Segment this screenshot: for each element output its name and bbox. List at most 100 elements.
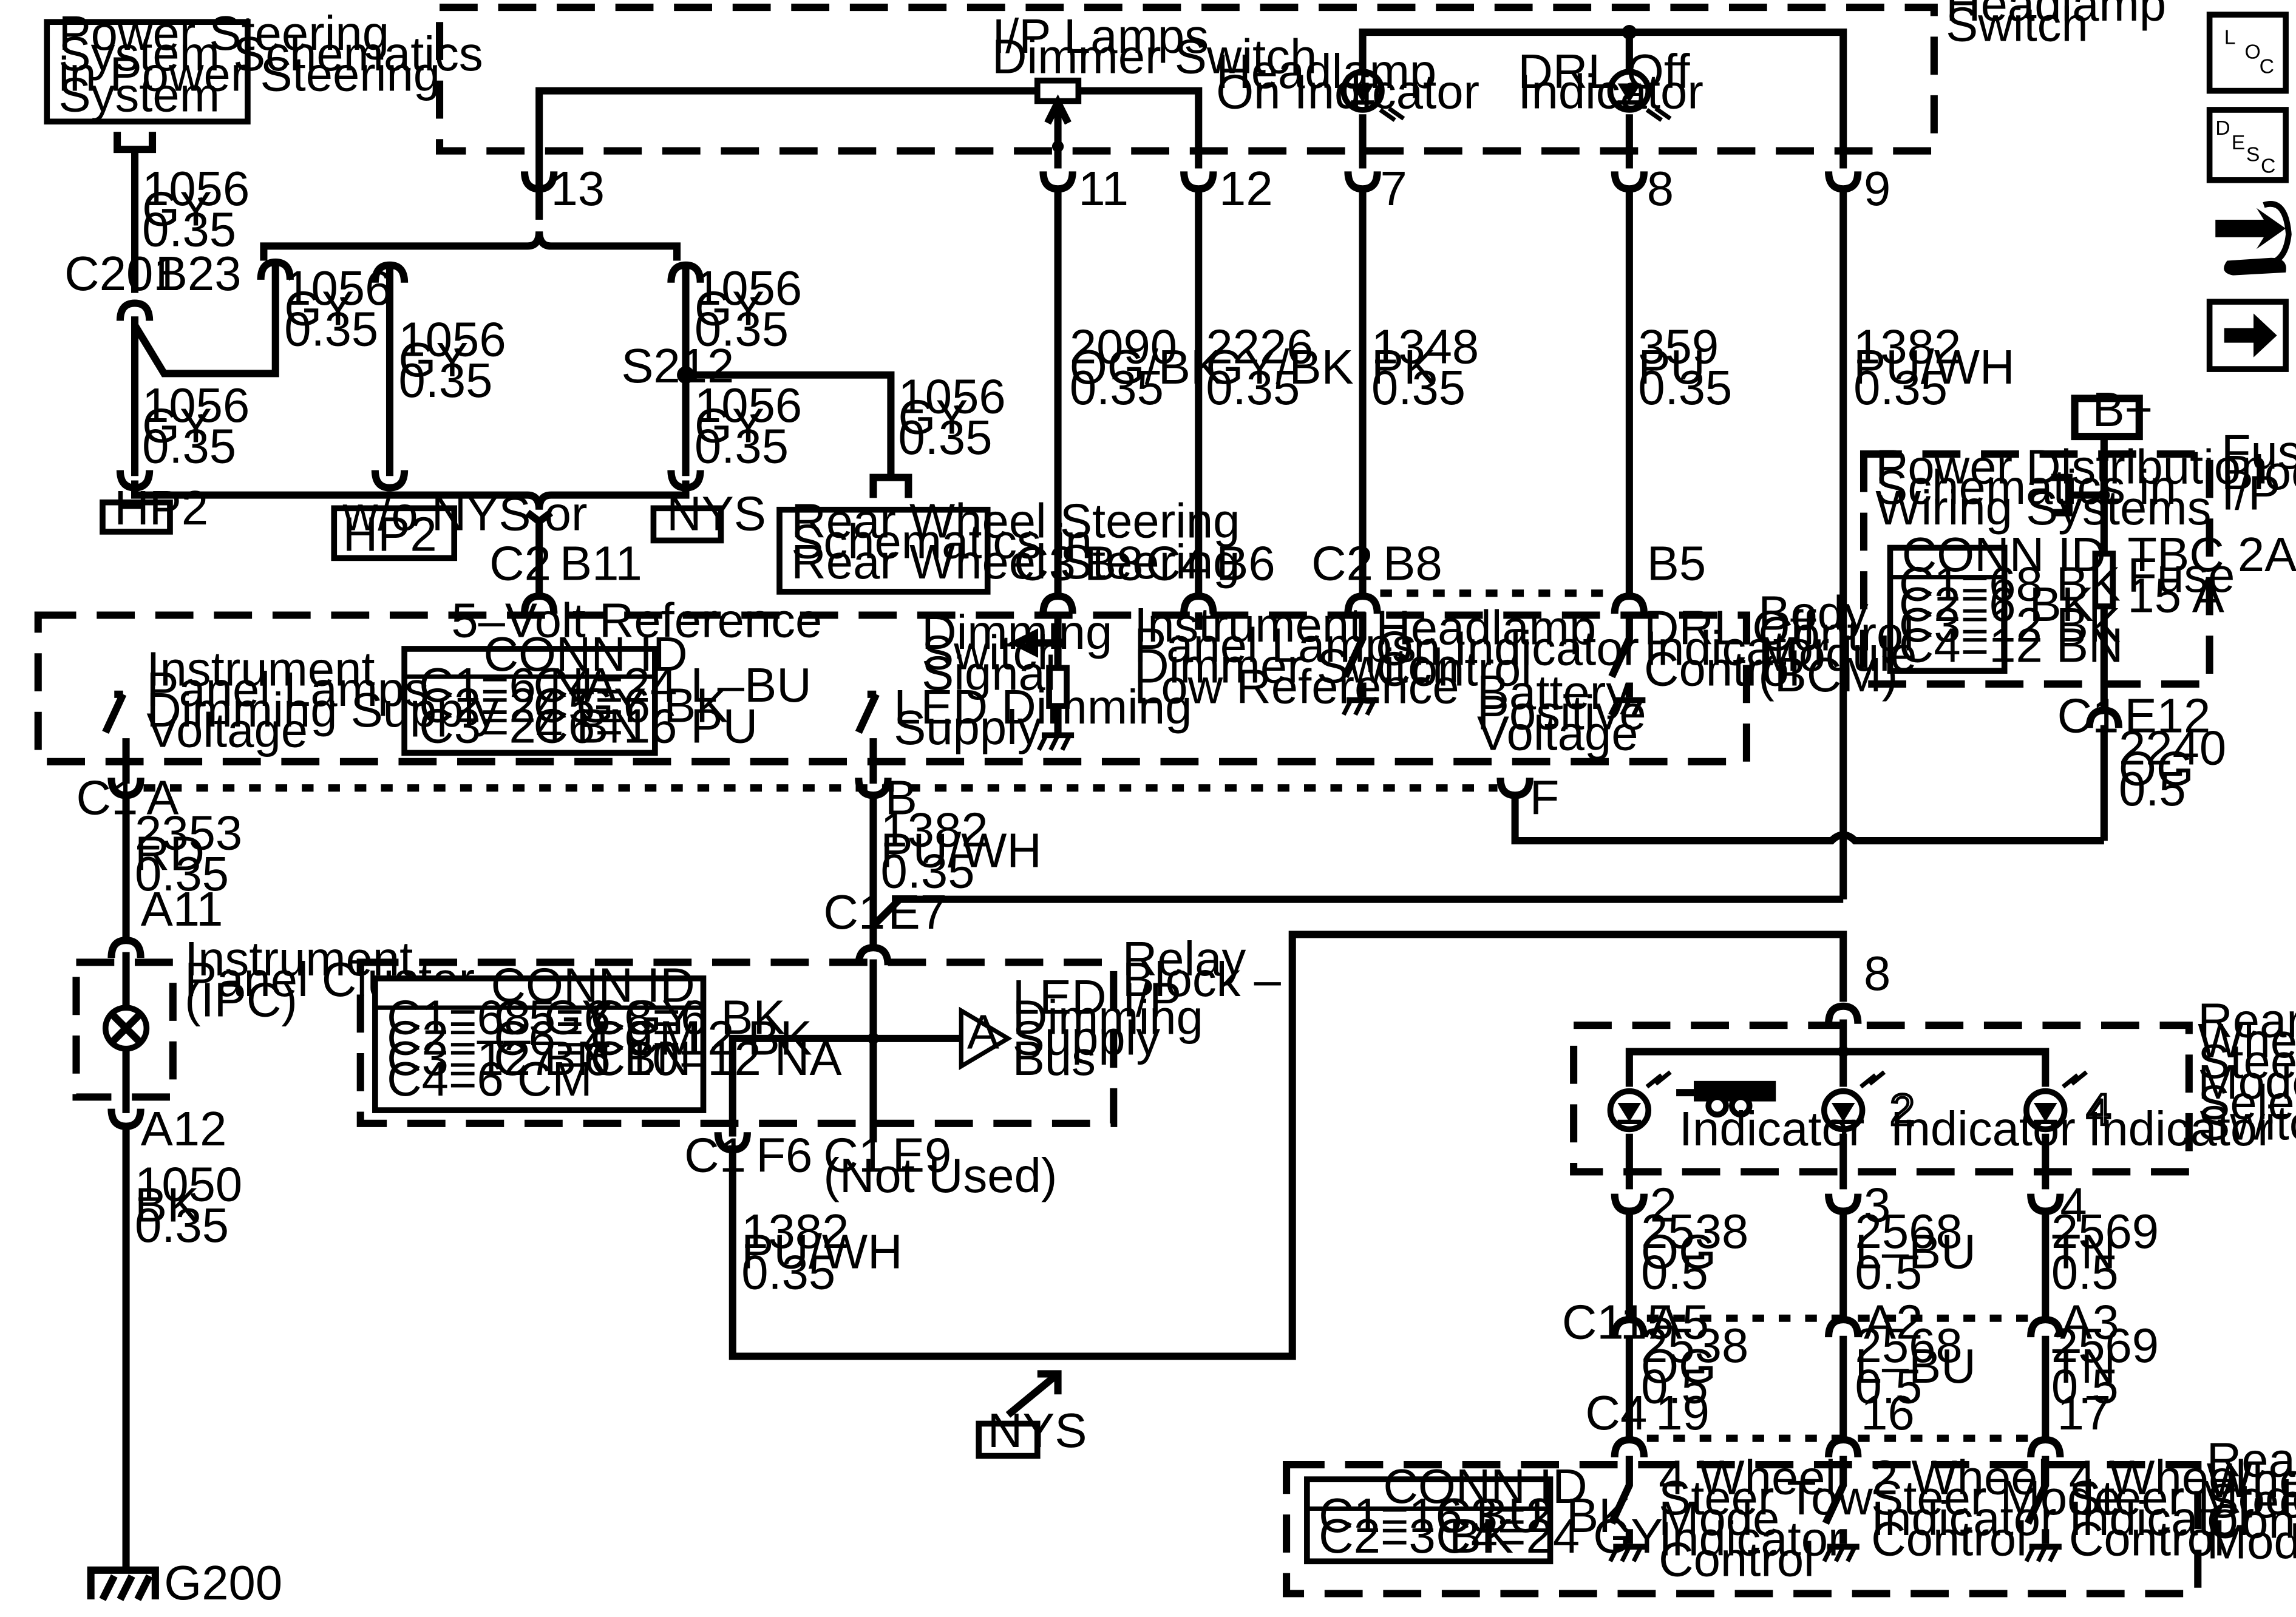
wire-label: GY	[398, 333, 468, 387]
pin-label: B11	[560, 537, 642, 591]
pin-label: A5	[1650, 1295, 1709, 1349]
component-label: (BCM)	[1758, 648, 1898, 702]
wire-label: 1382	[741, 1204, 849, 1258]
wrench-icon[interactable]	[2215, 201, 2292, 276]
conn-text: C3=12 BK	[1899, 598, 2121, 652]
mode-2-glyph: 2	[1890, 1085, 1914, 1134]
wire-label: 0.35	[695, 419, 789, 473]
wire-label: 0.35	[1371, 361, 1466, 415]
pin-label: A11	[141, 882, 223, 936]
fuse-label: TBC 2A	[2127, 527, 2296, 581]
wire-label: 2538	[1641, 1318, 1748, 1372]
source-label: B+	[2093, 382, 2153, 436]
signal-label: 4 Wheel	[1659, 1450, 1836, 1504]
nys-tag	[650, 505, 724, 544]
option-label: NYS	[667, 487, 766, 541]
rws-ref-box	[776, 506, 991, 595]
nys-tag	[976, 1420, 1041, 1459]
wire-label: 0.35	[142, 202, 236, 256]
pin-label: E7	[888, 885, 947, 939]
signal-label: Supply	[1013, 1011, 1161, 1065]
signal-label: Low Reference	[1134, 659, 1459, 713]
pin-label: 8	[1864, 946, 1890, 1000]
component-label: Body	[1758, 586, 1869, 640]
component-label: Module	[1758, 627, 1917, 681]
pin-label: A	[146, 771, 178, 825]
bcm-boundary	[34, 611, 1750, 765]
pin-label: F6	[756, 1128, 812, 1182]
wire-label: 0.35	[284, 302, 378, 356]
indicator-label: On Indicator	[1216, 65, 1479, 119]
rws-ref-text: Rear Wheel Steering	[791, 494, 1240, 548]
wire-label: 1056	[695, 261, 802, 315]
desc-letter: E	[2232, 131, 2246, 154]
arrow-right-icon[interactable]	[2206, 299, 2289, 372]
ref-text: Schematics in	[1875, 460, 2176, 514]
component-label: Control	[2207, 1494, 2296, 1548]
component-label: Control	[1758, 606, 1914, 660]
component-label: Relay	[1123, 932, 1246, 986]
wire-label: 2568	[1855, 1204, 1963, 1258]
connector-label: C2	[1311, 537, 1373, 591]
signal-label: Instrument	[1134, 598, 1362, 652]
wire-label: OG	[1641, 1339, 1716, 1393]
signal-label: Dimmer Switch	[1134, 639, 1459, 693]
wire-label: 1056	[695, 378, 802, 432]
connector-label: C1	[684, 1128, 746, 1182]
desc-icon[interactable]: D E S C	[2206, 107, 2289, 183]
signal-label: 2 Wheel	[1871, 1450, 2048, 1504]
component-label: Select	[2198, 1076, 2296, 1130]
signal-label: LED	[1013, 970, 1107, 1024]
wire-label: 2240	[2119, 721, 2226, 775]
component-label: (IPC)	[185, 973, 297, 1027]
power-steering-ref-box	[44, 19, 251, 125]
signal-label: Control	[1659, 1532, 1815, 1586]
indicator-label: Headlamp	[1216, 44, 1436, 98]
conn-text: C5=6 GY	[494, 991, 694, 1045]
wire-label: GY	[142, 182, 212, 236]
wire-label: 2226	[1206, 319, 1313, 373]
conn-text: C4=24 L–BU	[534, 658, 812, 712]
pin-label: 16	[1861, 1386, 1915, 1440]
wire-label: 1056	[142, 161, 250, 215]
wire-label: GY	[284, 282, 354, 336]
signal-label: 5–Volt Reference	[451, 594, 822, 648]
signal-label: Dimming	[1013, 991, 1203, 1045]
pin-label: 12	[1219, 161, 1273, 215]
rwsc-conn-table	[1304, 1476, 1554, 1565]
signal-label: Steer Tow	[1659, 1471, 1873, 1525]
component-label: Steering	[2207, 1474, 2296, 1528]
wire-label: 0.35	[898, 410, 992, 464]
loc-icon[interactable]: L O C	[2206, 12, 2289, 94]
conn-text: C4=12 BN	[1899, 619, 2124, 673]
pin-label: 11	[1078, 161, 1129, 215]
component-label: Block –	[1123, 952, 1282, 1006]
component-label: Wheel	[2207, 1453, 2296, 1507]
loc-letter: L	[2224, 25, 2236, 49]
wire-label: 0.5	[2051, 1245, 2119, 1299]
conn-text: CONN ID	[1902, 527, 2106, 581]
hp2-tag	[100, 499, 173, 535]
conn-text: C3=24 BN	[419, 699, 644, 753]
ground-g200	[87, 1566, 159, 1601]
rws-ref-text: Schematics in	[791, 514, 1092, 568]
signal-label: Bus	[1013, 1031, 1096, 1085]
signal-label: Control	[1376, 642, 1532, 696]
wire-label: BK	[135, 1178, 199, 1232]
conn-text: C2=24 GY	[419, 679, 646, 733]
component-label: Wheel	[2198, 1014, 2296, 1068]
pin-label: B8	[1084, 537, 1143, 591]
indicator-label: Indicator	[2088, 1102, 2273, 1156]
wire-label: 0.35	[142, 419, 236, 473]
component-label: Steering	[2198, 1034, 2296, 1088]
conn-text: C4=6 CM	[387, 1052, 593, 1106]
pin-label: B5	[1647, 537, 1706, 591]
signal-label: Indicator	[1644, 622, 1829, 676]
wire-label: 1382	[1853, 319, 1961, 373]
ps-ref-text: System Schematics	[59, 27, 483, 81]
wire-label: 0.35	[1206, 361, 1300, 415]
wire-label: 0.35	[1070, 361, 1164, 415]
rws-ref-text: Rear Wheel Steering	[791, 535, 1240, 589]
conn-text: C1=68 BK	[1899, 557, 2121, 611]
indicator-label: Indicator	[1518, 65, 1703, 119]
